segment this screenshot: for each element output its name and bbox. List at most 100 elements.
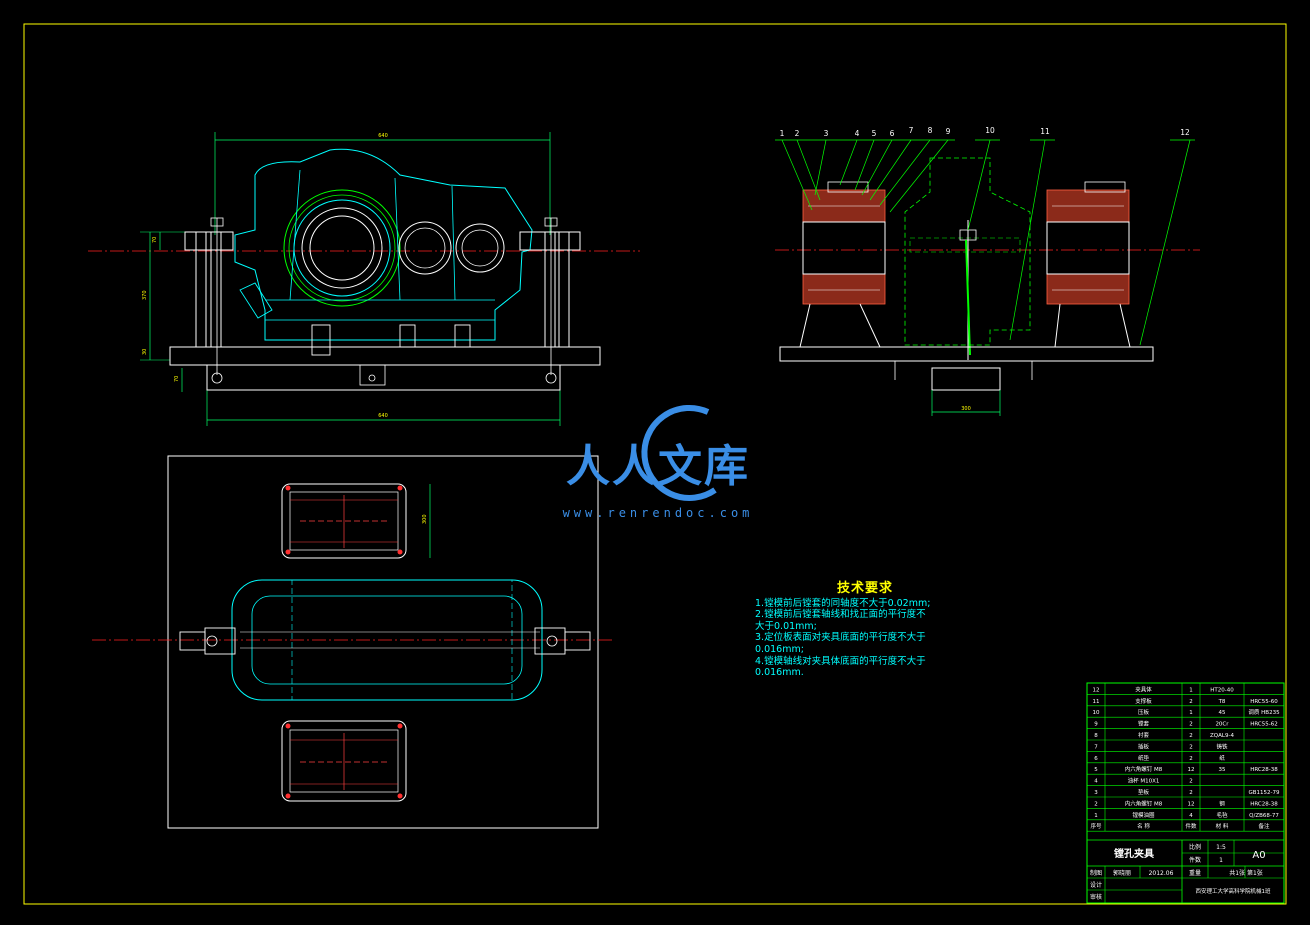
tb-cell-mat: 毛毡 bbox=[1216, 811, 1228, 819]
tb-cell-qty: 12 bbox=[1188, 767, 1195, 773]
side-balloon-11: 11 bbox=[1040, 127, 1050, 136]
tb-cell-name: 油杯 M10X1 bbox=[1128, 777, 1160, 785]
tb-weight-label: 重量 bbox=[1189, 869, 1201, 877]
tb-drawn-label: 制图 bbox=[1090, 869, 1102, 877]
tb-cell-note: HRC28-38 bbox=[1250, 801, 1278, 807]
tb-cell-no: 4 bbox=[1094, 779, 1098, 785]
side-balloon-7: 7 bbox=[909, 126, 914, 135]
tb-cell-name: 镗模油圈 bbox=[1132, 811, 1155, 819]
tb-cell-qty: 1 bbox=[1189, 710, 1193, 716]
tb-cell-name: 插板 bbox=[1138, 742, 1150, 750]
side-balloon-3: 3 bbox=[824, 129, 829, 138]
tb-cell-no: 2 bbox=[1094, 801, 1098, 807]
tb-cell-name: 夹具体 bbox=[1135, 685, 1152, 693]
side-balloon-9: 9 bbox=[946, 127, 951, 136]
tb-cell-name: 纸垫 bbox=[1138, 754, 1150, 762]
front-dim-bottom: 640 bbox=[378, 413, 388, 419]
tb-cell-no: 12 bbox=[1093, 687, 1100, 693]
side-balloon-6: 6 bbox=[890, 129, 895, 138]
tb-drawer: 郭晓丽 bbox=[1113, 869, 1131, 877]
tb-cell-mat: ZQAL9-4 bbox=[1210, 733, 1234, 739]
tb-cell-qty: 2 bbox=[1189, 779, 1193, 785]
tb-design-label: 设计 bbox=[1090, 881, 1102, 889]
tb-cell-name: 内六角螺钉 M8 bbox=[1125, 799, 1163, 807]
tb-cell-note: Q/ZB68-77 bbox=[1249, 813, 1279, 819]
tech-line-6: 4.镗模轴线对夹具体底面的平行度不大于 bbox=[755, 655, 926, 667]
tb-cell-note: HRC55-60 bbox=[1250, 699, 1278, 705]
tb-review-label: 审核 bbox=[1090, 893, 1102, 901]
drawing-border bbox=[23, 23, 1287, 905]
tb-cell-note: HRC55-62 bbox=[1250, 722, 1278, 728]
tb-cell-no: 7 bbox=[1094, 744, 1098, 750]
tb-cell-no: 3 bbox=[1094, 790, 1098, 796]
tb-cell-name: 压板 bbox=[1138, 708, 1150, 716]
tb-cell-name: 名 称 bbox=[1137, 822, 1150, 830]
tech-line-7: 0.016mm. bbox=[755, 667, 804, 679]
side-balloon-4: 4 bbox=[855, 129, 860, 138]
tb-date: 2012.06 bbox=[1149, 870, 1174, 877]
tech-line-4: 3.定位板表面对夹具底面的平行度不大于 bbox=[755, 632, 926, 644]
tb-cell-mat: 45 bbox=[1219, 710, 1226, 716]
tb-cell-mat: T8 bbox=[1218, 699, 1226, 705]
watermark-url: www.renrendoc.com bbox=[562, 506, 754, 520]
tb-count-value: 1 bbox=[1219, 857, 1223, 864]
tb-scale-value: 1:5 bbox=[1216, 844, 1226, 851]
tb-cell-mat: 纸 bbox=[1219, 754, 1225, 762]
tb-cell-name: 垫板 bbox=[1138, 788, 1150, 796]
tb-cell-no: 9 bbox=[1094, 722, 1098, 728]
tb-cell-no: 5 bbox=[1094, 767, 1098, 773]
front-dim-left-1: 70 bbox=[152, 237, 158, 243]
tb-cell-no: 6 bbox=[1094, 756, 1098, 762]
watermark-brand: 人人文库 bbox=[566, 441, 750, 492]
plan-view: 300 bbox=[92, 455, 612, 829]
tb-cell-name: 衬套 bbox=[1138, 731, 1150, 739]
tb-cell-mat: 20Cr bbox=[1215, 722, 1229, 728]
tb-cell-mat: 钢 bbox=[1219, 799, 1225, 807]
tb-drawing-name: 镗孔夹具 bbox=[1114, 847, 1154, 860]
front-dim-left-3: 30 bbox=[142, 349, 148, 355]
tb-cell-name: 支撑板 bbox=[1135, 697, 1152, 705]
tech-line-1: 1.镗模前后镗套的同轴度不大于0.02mm; bbox=[755, 597, 931, 609]
tb-cell-qty: 12 bbox=[1188, 801, 1195, 807]
tb-cell-qty: 2 bbox=[1189, 756, 1193, 762]
tb-size: A0 bbox=[1252, 850, 1265, 861]
tb-cell-name: 内六角螺钉 M8 bbox=[1125, 765, 1163, 773]
tb-cell-no: 8 bbox=[1094, 733, 1098, 739]
tb-school: 西安理工大学高科学院机械1班 bbox=[1195, 887, 1271, 895]
tb-cell-qty: 件数 bbox=[1185, 822, 1197, 830]
front-dim-left-2: 370 bbox=[142, 290, 148, 300]
side-balloon-12: 12 bbox=[1180, 128, 1190, 137]
tb-cell-mat: HT20-40 bbox=[1210, 687, 1234, 693]
side-balloon-1: 1 bbox=[780, 129, 785, 138]
tb-cell-no: 序号 bbox=[1090, 822, 1102, 830]
tb-cell-note: 调质 HB235 bbox=[1248, 708, 1280, 716]
side-balloon-5: 5 bbox=[872, 129, 877, 138]
side-balloon-2: 2 bbox=[795, 129, 800, 138]
tb-cell-no: 1 bbox=[1094, 813, 1098, 819]
tb-cell-qty: 2 bbox=[1189, 744, 1193, 750]
tb-cell-mat: 材 料 bbox=[1216, 822, 1229, 830]
tb-cell-qty: 2 bbox=[1189, 722, 1193, 728]
tb-cell-no: 10 bbox=[1093, 710, 1100, 716]
front-dim-top: 640 bbox=[378, 133, 388, 139]
front-view: 640 640 70 370 30 70 bbox=[88, 132, 640, 426]
tech-line-5: 0.016mm; bbox=[755, 643, 804, 655]
tb-cell-note: 备注 bbox=[1258, 822, 1270, 830]
tb-sheets: 共1张 第1张 bbox=[1229, 869, 1263, 877]
tech-requirements: 技术要求 1.镗模前后镗套的同轴度不大于0.02mm; 2.镗模前后镗套轴线和找… bbox=[755, 581, 975, 679]
tech-title: 技术要求 bbox=[836, 581, 893, 596]
tb-cell-no: 11 bbox=[1093, 699, 1100, 705]
tech-line-3: 大于0.01mm; bbox=[755, 620, 817, 632]
tb-cell-note: HRC28-38 bbox=[1250, 767, 1278, 773]
watermark: 人人文库 www.renrendoc.com bbox=[508, 400, 808, 530]
tb-cell-qty: 2 bbox=[1189, 733, 1193, 739]
plan-dim-right: 300 bbox=[422, 514, 428, 524]
tb-cell-qty: 2 bbox=[1189, 699, 1193, 705]
tb-cell-mat: 35 bbox=[1219, 767, 1226, 773]
tb-cell-name: 镗套 bbox=[1138, 720, 1150, 728]
side-balloon-10: 10 bbox=[985, 126, 995, 135]
tb-cell-qty: 4 bbox=[1189, 813, 1193, 819]
tb-cell-mat: 铸铁 bbox=[1216, 742, 1228, 750]
